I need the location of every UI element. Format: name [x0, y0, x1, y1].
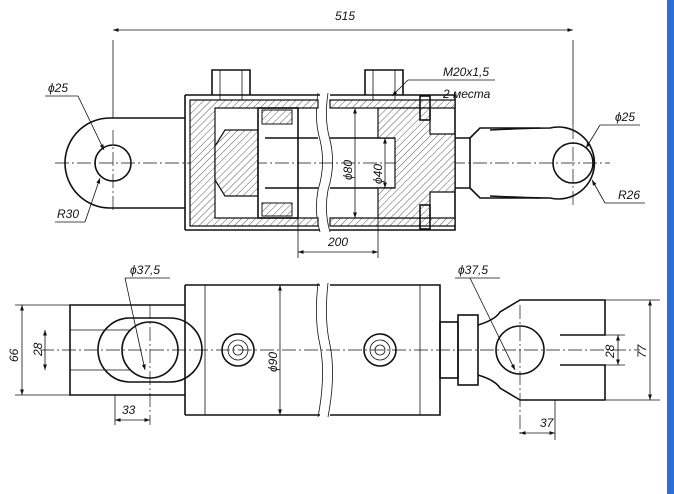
dim-stroke: 200	[327, 235, 348, 249]
window-edge-bar	[667, 0, 674, 494]
dim-offset-left: 33	[122, 403, 136, 417]
port-plan-right	[363, 333, 397, 367]
dim-body-dia: ϕ90	[266, 352, 280, 372]
top-dimensions: 515 ϕ25 R30 M20x1,5 2 места ϕ80 ϕ40 200 …	[45, 9, 645, 258]
dim-lug-left: ϕ37,5	[130, 263, 160, 277]
dim-pin-hole-right: ϕ25	[615, 110, 635, 124]
dim-offset-right: 37	[540, 416, 555, 430]
right-clevis	[477, 299, 606, 401]
top-section-view	[55, 69, 610, 233]
dim-bore: ϕ80	[341, 160, 355, 180]
dim-port-count: 2 места	[442, 87, 491, 101]
piston-head	[257, 107, 299, 219]
break-line-2	[326, 92, 333, 233]
bottom-plan-view	[40, 282, 640, 435]
left-clevis	[69, 304, 185, 396]
right-eye-outline	[489, 126, 596, 200]
dim-radius-right: R26	[618, 188, 640, 202]
dim-width-right: 77	[635, 343, 649, 358]
dim-slot-right: 28	[603, 344, 617, 359]
dim-port-thread: M20x1,5	[443, 65, 489, 79]
break-line-1	[316, 92, 323, 233]
dim-lug-right: ϕ37,5	[458, 263, 488, 277]
dim-radius-left: R30	[57, 207, 79, 221]
port-plan-left	[221, 333, 255, 367]
bottom-dimensions: ϕ37,5 ϕ37,5 66 28 ϕ90 28 77 33 37	[7, 263, 660, 440]
left-eye-outline	[64, 117, 185, 209]
gland-seal-top	[419, 95, 431, 121]
dim-rod: ϕ40	[371, 164, 385, 184]
port-left	[211, 69, 251, 95]
dim-overall-length: 515	[335, 9, 355, 23]
dim-pin-hole-left: ϕ25	[48, 81, 68, 95]
dim-slot-left: 28	[31, 342, 45, 357]
end-cap-section	[189, 99, 319, 227]
rod-nut	[457, 314, 479, 386]
piston	[214, 129, 259, 197]
dim-width-left: 66	[7, 348, 21, 362]
